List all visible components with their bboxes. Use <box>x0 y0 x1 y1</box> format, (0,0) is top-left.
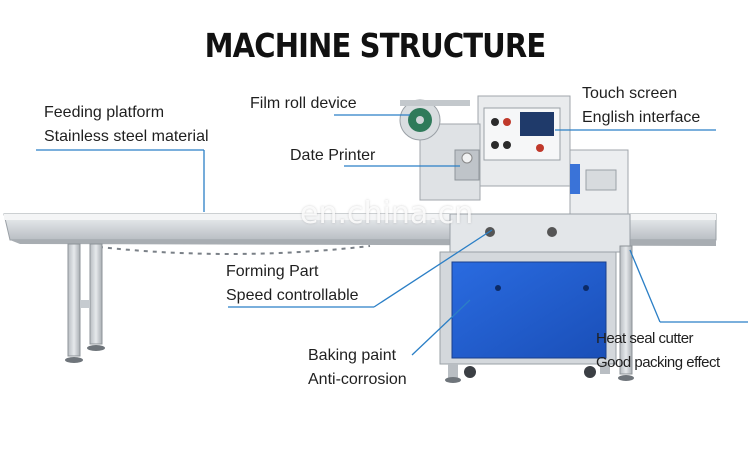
callout-touch-line1: Touch screen <box>582 85 678 102</box>
machine-body <box>399 95 634 383</box>
watermark-text: en.china.cn <box>300 196 474 231</box>
callout-forming-line2: Speed controllable <box>226 287 359 304</box>
leader-baking <box>411 299 471 356</box>
callout-heat-line1: Heat seal cutter <box>596 330 694 347</box>
callout-baking-paint: Baking paint Anti-corrosion <box>308 344 407 392</box>
callout-forming-part: Forming Part Speed controllable <box>226 260 359 308</box>
callout-forming-line1: Forming Part <box>226 263 319 280</box>
callout-film-roll: Film roll device <box>250 95 357 112</box>
callout-touch-screen: Touch screen English interface <box>582 82 700 130</box>
page-title: MACHINE STRUCTURE <box>204 26 547 65</box>
callout-date-printer: Date Printer <box>290 147 376 164</box>
callout-baking-line1: Baking paint <box>308 347 397 364</box>
callout-touch-line2: English interface <box>582 109 701 126</box>
callout-feeding-platform: Feeding platform Stainless steel materia… <box>44 101 209 149</box>
callout-heat-seal: Heat seal cutter Good packing effect <box>596 327 720 375</box>
leader-lines <box>36 114 748 356</box>
callout-feeding-line2: Stainless steel material <box>44 128 209 145</box>
leader-heat-seal <box>629 249 661 323</box>
callout-heat-line2: Good packing effect <box>596 354 720 371</box>
callout-feeding-line1: Feeding platform <box>44 104 165 121</box>
leader-forming-diag <box>373 229 493 308</box>
callout-baking-line2: Anti-corrosion <box>308 371 407 388</box>
